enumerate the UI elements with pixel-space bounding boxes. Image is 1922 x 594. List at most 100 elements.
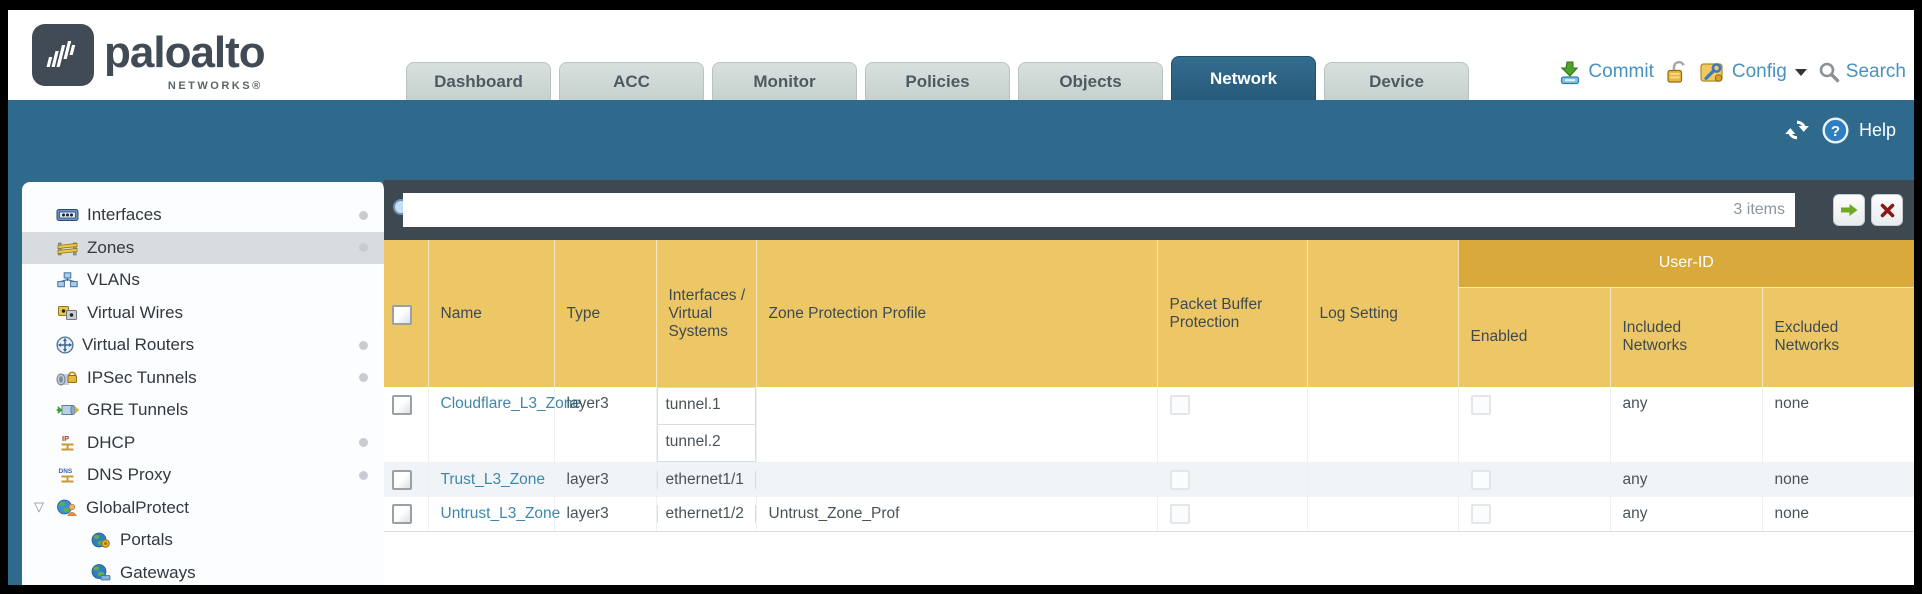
tab-monitor[interactable]: Monitor xyxy=(712,62,857,100)
zones-content-panel: 3 items xyxy=(384,180,1914,585)
included-networks-value: any xyxy=(1610,497,1763,532)
sidebar-item-dns-proxy[interactable]: DNS DNS Proxy xyxy=(22,459,384,492)
tab-objects[interactable]: Objects xyxy=(1018,62,1163,100)
brand-subtitle: NETWORKS® xyxy=(167,80,263,92)
utility-menu: Commit Config xyxy=(1558,55,1906,89)
zone-name-link[interactable]: Trust_L3_Zone xyxy=(440,470,546,488)
sidebar-item-virtual-routers[interactable]: Virtual Routers xyxy=(22,329,384,362)
col-header-log-setting[interactable]: Log Setting xyxy=(1307,240,1459,387)
filter-bar: 3 items xyxy=(384,180,1914,240)
col-header-name[interactable]: Name xyxy=(428,240,555,387)
refresh-icon[interactable] xyxy=(1782,116,1812,144)
select-all-checkbox[interactable] xyxy=(392,304,412,325)
chevron-down-icon xyxy=(1794,68,1807,76)
sidebar-item-virtual-wires[interactable]: Virtual Wires xyxy=(22,297,384,330)
tab-network[interactable]: Network xyxy=(1171,56,1316,100)
tab-device[interactable]: Device xyxy=(1324,62,1469,100)
user-id-enabled-checkbox xyxy=(1470,469,1491,490)
status-dot xyxy=(359,210,368,220)
row-checkbox[interactable] xyxy=(392,395,412,415)
dhcp-icon: IP xyxy=(61,434,74,451)
col-header-included-networks[interactable]: Included Networks xyxy=(1610,287,1763,387)
config-label: Config xyxy=(1731,61,1787,82)
commit-icon xyxy=(1560,61,1580,84)
zones-icon xyxy=(57,242,78,256)
green-arrow-icon xyxy=(1841,204,1858,216)
commit-button[interactable]: Commit xyxy=(1558,60,1654,85)
items-count: 3 items xyxy=(1733,201,1785,218)
row-checkbox[interactable] xyxy=(392,469,412,490)
table-row: Trust_L3_Zone layer3 ethernet1/1 any non… xyxy=(384,462,1914,497)
sidebar-item-interfaces[interactable]: Interfaces xyxy=(22,199,384,232)
sub-header-band: ? Help xyxy=(8,100,1914,180)
globalprotect-icon xyxy=(57,499,77,517)
zone-name-link[interactable]: Untrust_L3_Zone xyxy=(440,504,561,522)
tab-acc[interactable]: ACC xyxy=(559,62,704,100)
user-id-group-header: User-ID xyxy=(1458,240,1914,288)
sidebar-item-gre-tunnels[interactable]: GRE Tunnels xyxy=(22,394,384,427)
filter-input[interactable] xyxy=(403,193,1795,227)
user-id-enabled-checkbox xyxy=(1470,395,1491,415)
waveform-icon xyxy=(46,41,76,67)
lock-button[interactable] xyxy=(1665,59,1688,85)
commit-label: Commit xyxy=(1588,61,1654,82)
included-networks-value: any xyxy=(1610,387,1763,462)
status-dot xyxy=(359,340,368,350)
tab-policies[interactable]: Policies xyxy=(865,62,1010,100)
sidebar-item-vlans[interactable]: VLANs xyxy=(22,264,384,297)
status-dot xyxy=(359,243,368,253)
search-label: Search xyxy=(1845,61,1906,82)
sidebar-item-globalprotect[interactable]: ▽ GlobalProtect xyxy=(34,497,189,517)
config-icon xyxy=(1700,62,1723,82)
apply-filter-button[interactable] xyxy=(1833,194,1865,226)
col-header-type[interactable]: Type xyxy=(554,240,657,387)
zone-type: layer3 xyxy=(554,387,657,462)
col-header-packet-buffer[interactable]: Packet Buffer Protection xyxy=(1157,240,1308,387)
help-icon[interactable]: ? xyxy=(1822,116,1849,144)
zones-table: Name Type Interfaces / Virtual Systems Z… xyxy=(384,240,1914,532)
zone-protection-value: Untrust_Zone_Prof xyxy=(756,497,1158,532)
log-setting-value xyxy=(1307,497,1459,532)
sidebar-item-portals[interactable]: Portals xyxy=(22,524,384,557)
zone-protection-value xyxy=(756,462,1158,497)
search-button[interactable]: Search xyxy=(1818,61,1906,83)
packet-buffer-checkbox xyxy=(1169,503,1190,524)
interface-value: ethernet1/1 xyxy=(656,470,756,489)
tab-dashboard[interactable]: Dashboard xyxy=(406,62,551,100)
packet-buffer-checkbox xyxy=(1169,395,1190,415)
excluded-networks-value: none xyxy=(1762,387,1914,462)
row-checkbox[interactable] xyxy=(392,503,412,524)
sidebar-item-zones[interactable]: Zones xyxy=(22,231,384,264)
interface-value: tunnel.2 xyxy=(656,424,756,462)
zone-type: layer3 xyxy=(554,462,657,497)
excluded-networks-value: none xyxy=(1762,462,1914,497)
packet-buffer-checkbox xyxy=(1169,469,1190,490)
virtual-wires-icon xyxy=(58,305,77,320)
zone-name-link[interactable]: Cloudflare_L3_Zone xyxy=(440,395,581,412)
col-header-excluded-networks[interactable]: Excluded Networks xyxy=(1762,287,1914,387)
dns-proxy-icon: DNS xyxy=(59,468,74,483)
clear-filter-button[interactable] xyxy=(1871,194,1903,226)
zone-type: layer3 xyxy=(554,497,657,532)
col-header-zone-protection[interactable]: Zone Protection Profile xyxy=(756,240,1158,387)
config-menu-button[interactable]: Config xyxy=(1699,60,1807,85)
search-icon xyxy=(1819,62,1839,83)
excluded-networks-value: none xyxy=(1762,497,1914,532)
collapse-triangle-icon[interactable]: ▽ xyxy=(34,498,44,514)
red-x-icon xyxy=(1880,203,1894,217)
sidebar-item-dhcp[interactable]: IP DHCP xyxy=(22,427,384,460)
paloalto-logo: paloalto NETWORKS® xyxy=(32,24,266,92)
col-header-enabled[interactable]: Enabled xyxy=(1458,287,1611,387)
sidebar-item-gateways[interactable]: Gateways xyxy=(22,557,384,586)
select-all-header xyxy=(384,240,429,387)
sidebar-item-ipsec-tunnels[interactable]: IPSec Tunnels xyxy=(22,362,384,395)
lock-icon xyxy=(1667,60,1685,83)
help-label[interactable]: Help xyxy=(1858,119,1896,140)
zone-protection-value xyxy=(756,387,1158,462)
filter-input-box: 3 items xyxy=(403,193,1795,227)
status-dot xyxy=(359,373,368,383)
paloalto-logo-icon xyxy=(32,24,94,86)
col-header-interfaces[interactable]: Interfaces / Virtual Systems xyxy=(656,240,757,387)
app-window: paloalto NETWORKS® Dashboard ACC Monitor… xyxy=(8,10,1914,585)
